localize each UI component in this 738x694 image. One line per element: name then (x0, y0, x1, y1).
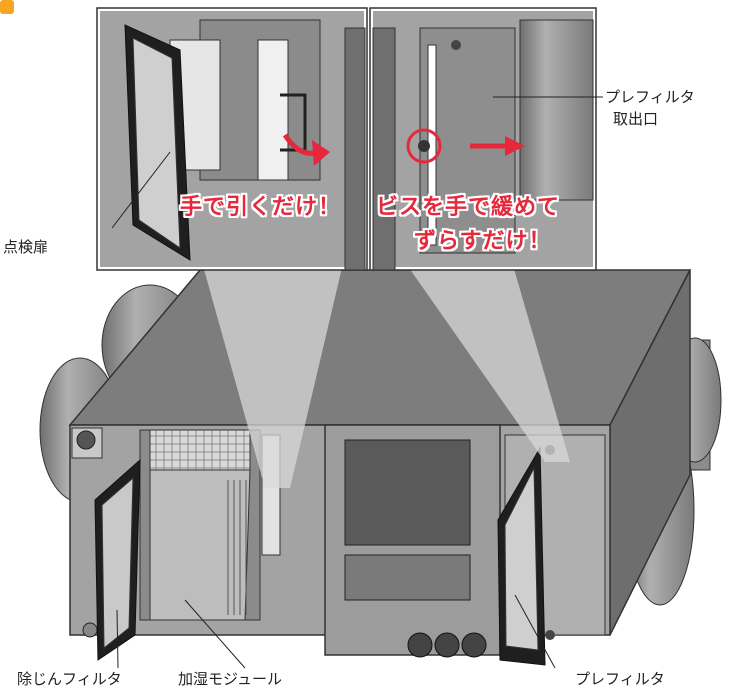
label-inspection-door: 点検扉 (3, 238, 49, 256)
label-prefilter: プレフィルタ (575, 670, 665, 688)
label-humidifier-module: 加湿モジュール (178, 670, 282, 688)
zoom-beam-left (200, 255, 345, 488)
label-prefilter-outlet-line2: 取出口 (613, 110, 659, 128)
label-dust-filter: 除じんフィルタ (17, 670, 122, 688)
inset-left (96, 7, 368, 271)
main-unit (39, 269, 722, 666)
callout-loosen-screw-line2: ずらすだけ！ (414, 229, 552, 254)
label-prefilter-outlet-line1: プレフィルタ (605, 88, 695, 106)
screw-highlight (406, 128, 442, 164)
callout-pull-by-hand: 手で引くだけ！ (180, 195, 342, 220)
callout-loosen-screw-line1: ビスを手で緩めて (376, 195, 561, 220)
zoom-beam-right (400, 255, 570, 462)
inset-right (369, 7, 597, 271)
leader-lines (111, 96, 603, 669)
corner-tab (0, 0, 14, 14)
